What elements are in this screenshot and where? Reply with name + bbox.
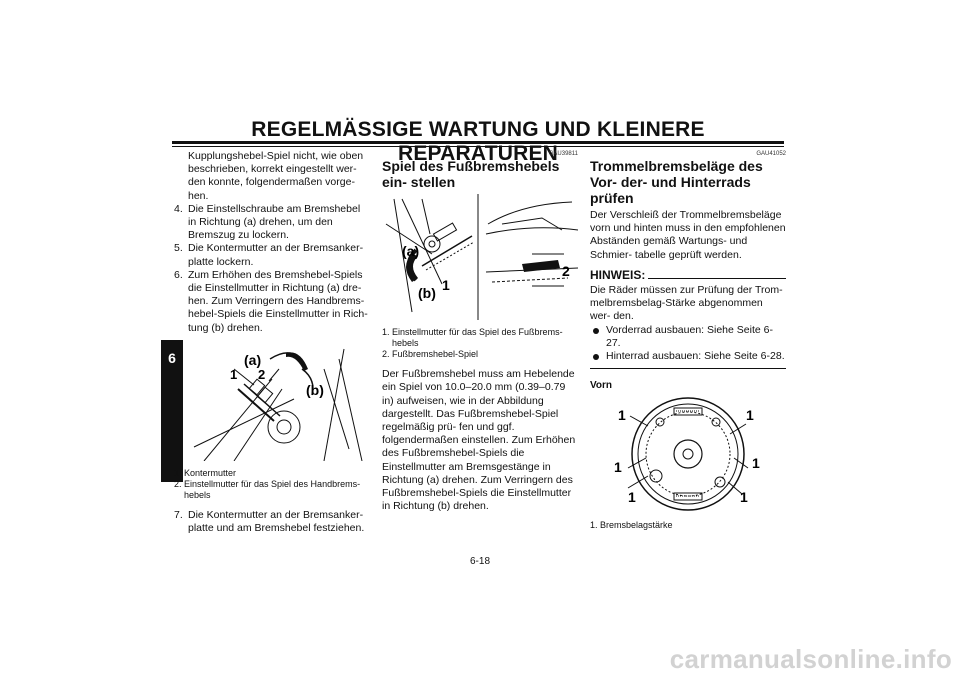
bullet-text: Hinterrad ausbauen: Siehe Seite 6-28. (606, 350, 785, 363)
section-code: GAU39811 (548, 151, 578, 157)
figure-label: 2 (562, 263, 570, 279)
subheading: Vorn (590, 380, 613, 392)
figure-label: 1 (442, 277, 450, 293)
bullet-icon (593, 354, 599, 361)
section-heading: Spiel des Fußbremshebels ein- stellen (382, 158, 560, 190)
steps-list-continued: 7. Die Kontermutter an der Bremsanker- pl… (174, 509, 370, 535)
hand-brake-figure: (a) 1 2 (b) (174, 339, 370, 465)
bullet-text: Vorderrad ausbauen: Siehe Seite 6-27. (606, 323, 773, 349)
drum-brake-figure: 1 1 1 1 1 1 (590, 396, 786, 516)
caption-number: 2. (174, 479, 182, 490)
caption-item: 1.Kontermutter (174, 468, 370, 479)
figure-label: 1 (618, 407, 626, 423)
bullet-item: Hinterrad ausbauen: Siehe Seite 6-28. (590, 350, 786, 363)
figure-label: 1 (628, 489, 636, 505)
figure-caption: 1.Einstellmutter für das Spiel des Fußbr… (382, 327, 578, 360)
step-number: 4. (174, 202, 183, 215)
figure-label: 2 (258, 367, 265, 382)
drum-brake-illustration: 1 1 1 1 1 1 (614, 397, 760, 512)
page-number: 6-18 (469, 556, 490, 567)
caption-item: 1.Einstellmutter für das Spiel des Fußbr… (382, 327, 578, 349)
page-title: REGELMÄSSIGE WARTUNG UND KLEINERE REPARA… (251, 118, 705, 165)
step-number: 6. (174, 268, 183, 281)
figure-label: 1 (740, 489, 748, 505)
note-end-rule (590, 368, 786, 370)
steps-list: 4. Die Einstellschraube am Bremshebel in … (174, 203, 370, 335)
figure-label: (b) (418, 285, 436, 301)
caption-item: 2.Fußbremshebel-Spiel (382, 349, 578, 360)
section-code: GAU41052 (756, 151, 786, 157)
note-rule (648, 278, 786, 280)
figure-label: 1 (746, 407, 754, 423)
step-number: 5. (174, 242, 183, 255)
caption-text: Bremsbelagstärke (600, 519, 673, 530)
figure-label: 1 (752, 455, 760, 471)
watermark: carmanualsonline.info (669, 644, 952, 674)
caption-number: 2. (382, 349, 390, 360)
body-text: Der Fußbremshebel muss am Hebelende ein … (382, 368, 576, 513)
chapter-tab: 6 (161, 340, 183, 482)
step-text: Die Kontermutter an der Bremsanker- plat… (188, 509, 365, 535)
column-middle: GAU39811 Spiel des Fußbremshebels ein- s… (382, 150, 579, 513)
caption-text: Kontermutter (184, 468, 237, 479)
figure-label: (a) (244, 352, 261, 368)
step-item: 5. Die Kontermutter an der Bremsanker- pl… (174, 242, 370, 268)
header-rule-thin (172, 146, 784, 147)
caption-item: 1.Bremsbelagstärke (590, 520, 786, 531)
bullet-item: Vorderrad ausbauen: Siehe Seite 6-27. (590, 324, 786, 350)
caption-number: 1. (590, 519, 598, 530)
figure-caption: 1.Kontermutter 2.Einstellmutter für das … (174, 468, 370, 501)
caption-text: Einstellmutter für das Spiel des Handbre… (184, 479, 361, 501)
step-item: 4. Die Einstellschraube am Bremshebel in … (174, 203, 370, 243)
note-heading: HINWEIS: (590, 267, 786, 282)
caption-item: 2.Einstellmutter für das Spiel des Handb… (174, 479, 370, 501)
hand-brake-illustration: (a) 1 2 (b) (193, 348, 363, 462)
foot-brake-illustration: (a) (b) 1 2 (385, 194, 579, 320)
intro-text: Kupplungshebel-Spiel nicht, wie oben bes… (188, 150, 364, 202)
figure-label: 1 (230, 367, 237, 382)
note-title: HINWEIS: (590, 267, 646, 282)
note-text: Die Räder müssen zur Prüfung der Trom- m… (590, 284, 783, 323)
caption-number: 1. (382, 327, 390, 338)
note-bullets: Vorderrad ausbauen: Siehe Seite 6-27. Hi… (590, 324, 786, 364)
foot-brake-figure: (a) (b) 1 2 (382, 194, 579, 324)
header-rule (172, 141, 784, 144)
figure-label: (a) (402, 243, 419, 259)
body-text: Der Verschleiß der Trommelbremsbeläge vo… (590, 209, 786, 261)
column-left: Kupplungshebel-Spiel nicht, wie oben bes… (174, 150, 370, 535)
column-right: GAU41052 Trommelbremsbeläge des Vor- der… (590, 150, 786, 531)
caption-number: 1. (174, 468, 182, 479)
step-item: 6. Zum Erhöhen des Bremshebel-Spiels die … (174, 269, 370, 335)
step-item: 7. Die Kontermutter an der Bremsanker- pl… (174, 509, 370, 535)
figure-label: (b) (306, 382, 324, 398)
section-heading: Trommelbremsbeläge des Vor- der- und Hin… (590, 158, 763, 206)
step-text: Zum Erhöhen des Bremshebel-Spiels die Ei… (188, 268, 368, 334)
step-text: Die Kontermutter an der Bremsanker- plat… (188, 242, 364, 268)
caption-text: Einstellmutter für das Spiel des Fußbrem… (392, 327, 563, 349)
step-number: 7. (174, 509, 183, 522)
figure-caption: 1.Bremsbelagstärke (590, 520, 786, 531)
bullet-icon (593, 327, 599, 334)
figure-label: 1 (614, 459, 622, 475)
step-text: Die Einstellschraube am Bremshebel in Ri… (188, 202, 361, 242)
caption-text: Fußbremshebel-Spiel (392, 349, 479, 360)
